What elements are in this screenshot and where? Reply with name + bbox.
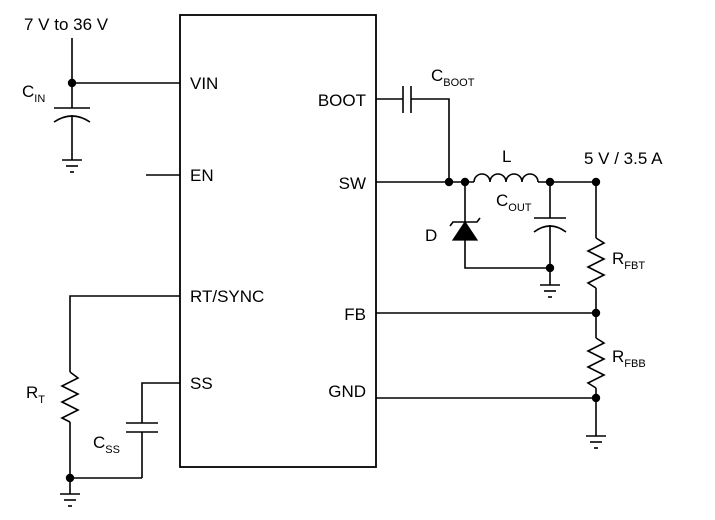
output-voltage-label: 5 V / 3.5 A <box>584 149 663 168</box>
input-voltage-label: 7 V to 36 V <box>24 15 109 34</box>
rt-label: RT <box>26 383 45 406</box>
rfbt-resistor <box>586 237 606 289</box>
pin-vin-label: VIN <box>190 74 218 93</box>
diode <box>449 217 481 241</box>
pin-gnd-label: GND <box>328 382 366 401</box>
pin-ss-label: SS <box>190 374 213 393</box>
pin-fb-label: FB <box>344 305 366 324</box>
cout-ground-dot <box>545 263 555 273</box>
gnd-node-dot <box>591 393 601 403</box>
ground-icon <box>62 159 82 173</box>
rfbb-label: RFBB <box>612 347 646 370</box>
cboot-label: CBOOT <box>431 66 475 89</box>
rfbt-label: RFBT <box>612 249 645 272</box>
inductor-label: L <box>502 147 511 166</box>
cin-capacitor <box>53 107 91 160</box>
cout-label: COUT <box>496 191 532 214</box>
inductor <box>473 173 539 183</box>
rfbb-resistor <box>586 337 606 389</box>
ss-wire <box>141 382 180 423</box>
cboot-capacitor <box>402 86 412 113</box>
rt-resistor <box>60 371 80 423</box>
ic-body <box>179 14 377 468</box>
ground-icon <box>540 284 560 298</box>
diode-label: D <box>425 226 437 245</box>
ground-icon <box>60 493 80 507</box>
css-label: CSS <box>93 433 120 456</box>
ground-icon <box>586 435 606 449</box>
pin-rt-sync-label: RT/SYNC <box>190 287 264 306</box>
boot-sw-wire <box>411 98 450 182</box>
fb-node-dot <box>591 308 601 318</box>
pin-sw-label: SW <box>339 174 366 193</box>
pin-en-label: EN <box>190 166 214 185</box>
rt-sync-wire <box>69 295 180 372</box>
vin-node-dot <box>67 78 77 88</box>
vin-wire <box>71 38 180 108</box>
cin-label: CIN <box>22 82 45 105</box>
sw-node-dot <box>444 177 454 187</box>
pin-boot-label: BOOT <box>318 91 366 110</box>
diode-return-wire <box>464 240 550 269</box>
css-capacitor <box>126 422 158 433</box>
